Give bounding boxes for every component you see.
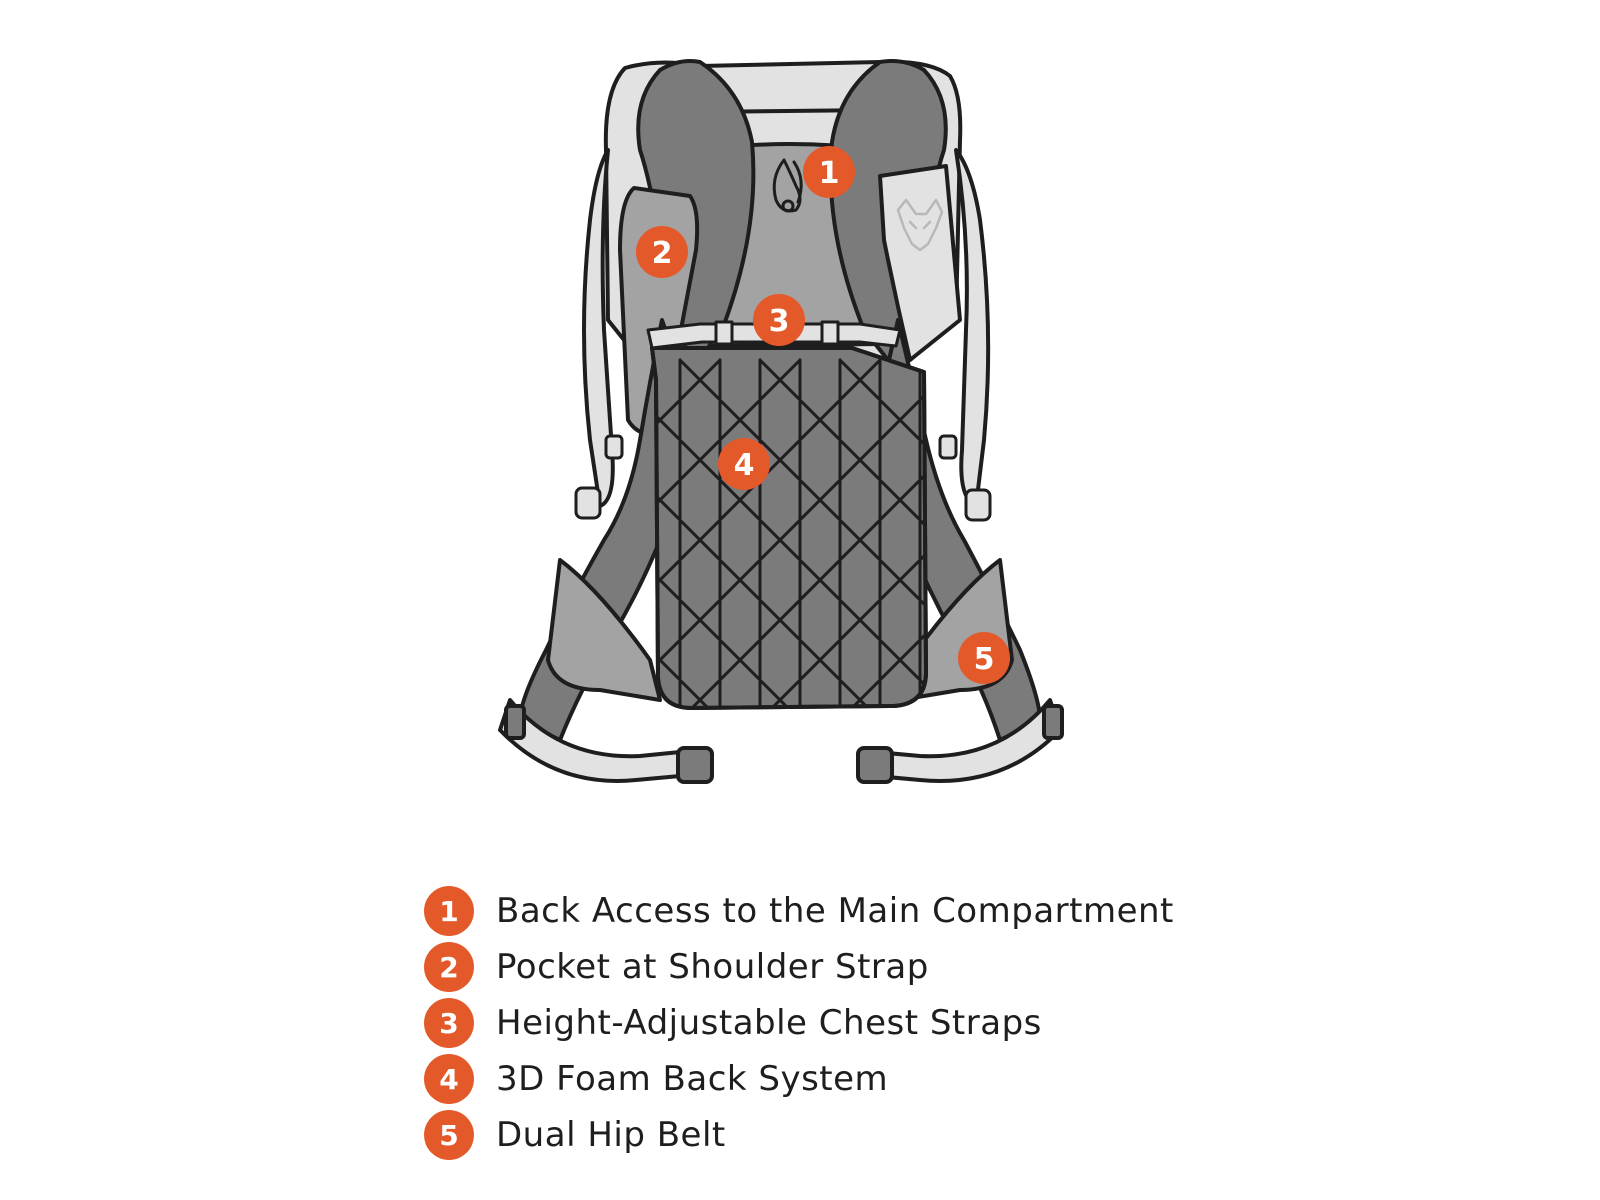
svg-text:3: 3	[769, 304, 790, 339]
foam-back-panel	[650, 346, 928, 710]
buckle-icon	[574, 434, 992, 522]
legend-item: 1 Back Access to the Main Compartment	[424, 884, 1244, 938]
callout-4: 4	[718, 438, 770, 490]
legend-label: Pocket at Shoulder Strap	[496, 947, 929, 987]
callout-2: 2	[636, 226, 688, 278]
legend-label: 3D Foam Back System	[496, 1059, 889, 1099]
backpack-illustration	[498, 59, 1064, 784]
legend-number-badge: 3	[424, 998, 474, 1048]
legend-number-badge: 1	[424, 886, 474, 936]
legend-item: 2 Pocket at Shoulder Strap	[424, 940, 1244, 994]
callout-5: 5	[958, 632, 1010, 684]
svg-text:4: 4	[734, 448, 755, 483]
legend-label: Height-Adjustable Chest Straps	[496, 1003, 1042, 1043]
legend-item: 3 Height-Adjustable Chest Straps	[424, 996, 1244, 1050]
legend-number-badge: 2	[424, 942, 474, 992]
legend-item: 4 3D Foam Back System	[424, 1052, 1244, 1106]
legend-item: 5 Dual Hip Belt	[424, 1108, 1244, 1162]
zipper-puller-icon	[772, 158, 803, 213]
callout-3: 3	[753, 294, 805, 346]
legend-label: Dual Hip Belt	[496, 1115, 726, 1155]
legend-label: Back Access to the Main Compartment	[496, 891, 1174, 931]
hip-belt-left	[546, 558, 662, 702]
callout-1: 1	[803, 146, 855, 198]
svg-text:5: 5	[974, 642, 995, 677]
legend-number-badge: 5	[424, 1110, 474, 1160]
feature-legend: 1 Back Access to the Main Compartment 2 …	[424, 884, 1244, 1164]
svg-text:1: 1	[819, 156, 840, 191]
svg-text:2: 2	[652, 236, 673, 271]
legend-number-badge: 4	[424, 1054, 474, 1104]
brand-logo-icon	[896, 198, 944, 252]
